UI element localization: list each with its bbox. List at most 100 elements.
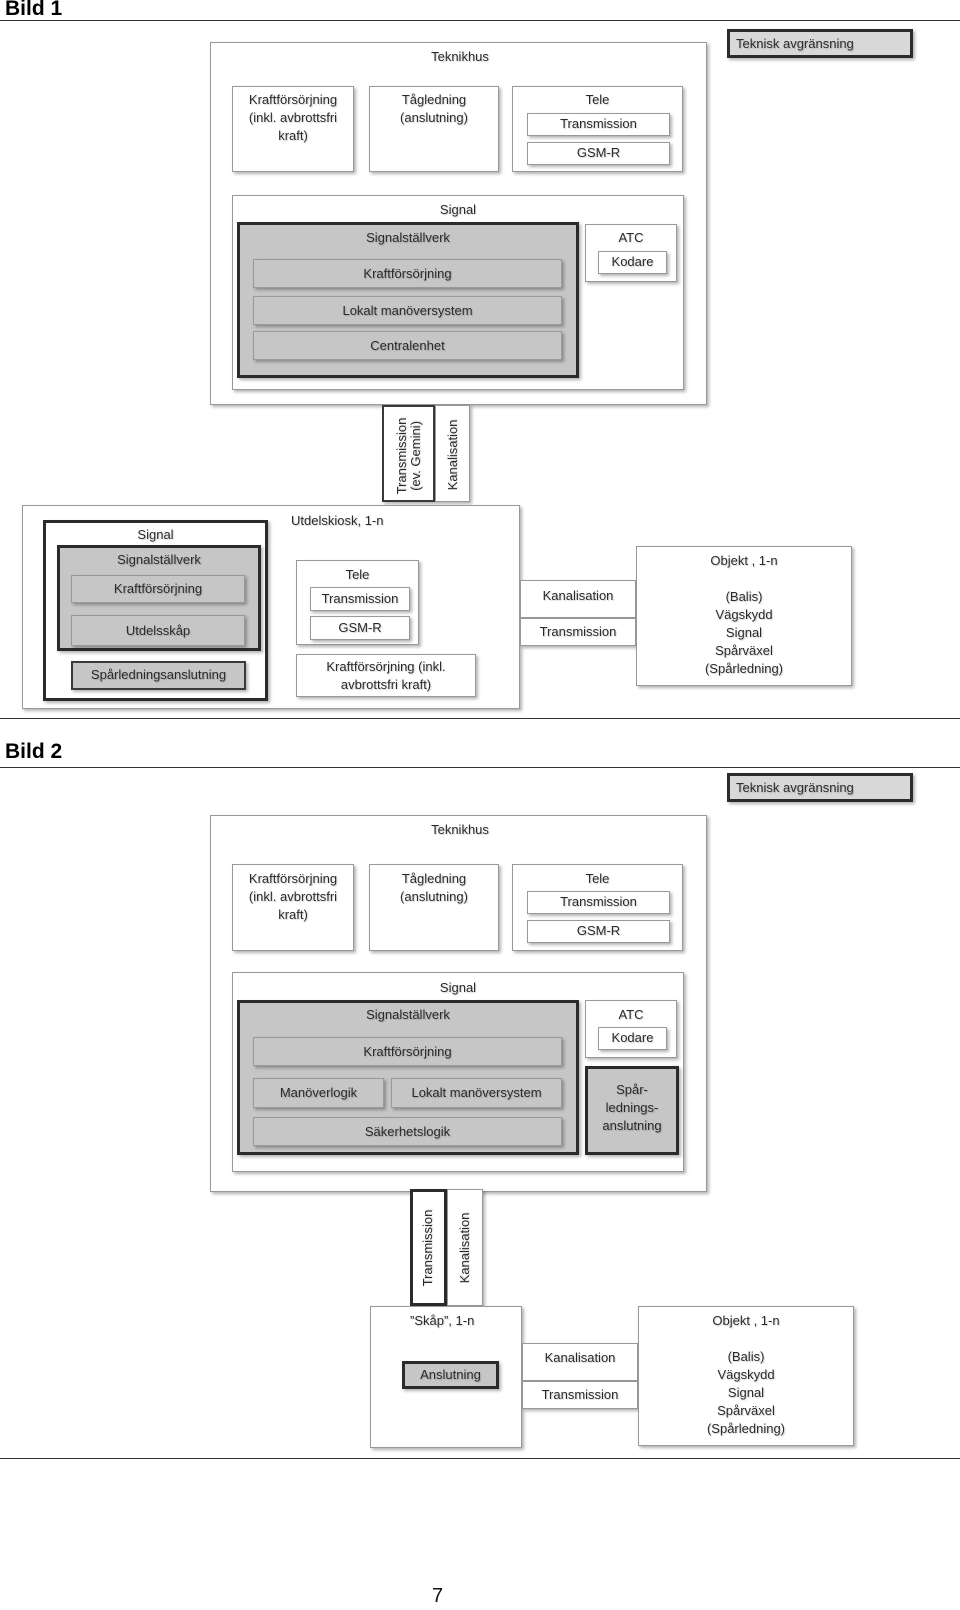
vertical2-transmission-box xyxy=(410,1189,447,1306)
bild2-heading: Bild 2 xyxy=(5,740,63,763)
link-kanalisation-box xyxy=(520,580,636,618)
kodare-box-2 xyxy=(598,1027,667,1050)
tele-gsmr-label: GSM-R xyxy=(576,145,621,160)
teknikhus-title: Teknikhus xyxy=(431,49,489,64)
tagledning2-line-2: (anslutning) xyxy=(400,889,468,904)
power2-line-3: kraft) xyxy=(278,907,308,922)
tagledning-box-2 xyxy=(369,864,499,951)
power-line-3: kraft) xyxy=(278,128,308,143)
link-kanalisation-label: Kanalisation xyxy=(542,588,614,603)
objekt-item: Signal xyxy=(725,625,763,640)
objekt-item: (Spårledning) xyxy=(704,661,784,676)
centralenhet-label: Centralenhet xyxy=(370,338,445,353)
objekt2-item: Vägskydd xyxy=(717,1367,775,1382)
sparledning-label: Spårledningsanslutning xyxy=(90,667,227,682)
legend-box-2 xyxy=(727,773,913,802)
tele2-title: Tele xyxy=(585,871,610,886)
bild1-bottom-rule xyxy=(0,718,960,719)
objekt2-item: Signal xyxy=(727,1385,765,1400)
utdel-power-line-2: avbrottsfri kraft) xyxy=(340,677,432,692)
bild2-bottom-rule xyxy=(0,1458,960,1459)
sakerhetslogik-box xyxy=(253,1117,562,1146)
sparledning-box xyxy=(71,661,246,690)
objekt-item: (Balis) xyxy=(725,589,763,604)
centralenhet-box xyxy=(253,331,562,360)
objekt2-item: (Spårledning) xyxy=(706,1421,786,1436)
utdel-power-box xyxy=(296,654,476,697)
utdel-signal-title: Signal xyxy=(137,527,174,542)
objekt-item: Vägskydd xyxy=(715,607,773,622)
atc2-label: ATC xyxy=(618,1007,644,1022)
tagledning2-line-1: Tågledning xyxy=(401,871,467,886)
tele2-gsmr-label: GSM-R xyxy=(576,923,621,938)
tele-title: Tele xyxy=(585,92,610,107)
objekt-title: Objekt , 1-n xyxy=(710,553,778,568)
legend-label: Teknisk avgränsning xyxy=(736,36,854,51)
teknikhus-title-2: Teknikhus xyxy=(431,822,489,837)
lokalt2-label: Lokalt manöversystem xyxy=(411,1085,542,1100)
utdel-gsmr-box xyxy=(310,616,410,640)
signalstallverk2-label: Signalställverk xyxy=(366,1007,450,1022)
utdel-power-line-1: Kraftförsörjning (inkl. xyxy=(326,659,446,674)
utdel-kraft-box xyxy=(71,575,245,603)
objekt2-item: (Balis) xyxy=(727,1349,765,1364)
kodare2-label: Kodare xyxy=(611,1030,654,1045)
utdel-transmission-box xyxy=(310,587,410,611)
objekt-box xyxy=(636,546,852,686)
utdel-gsmr-label: GSM-R xyxy=(338,620,382,635)
power-box-2 xyxy=(232,864,354,951)
manoverlogik-label: Manöverlogik xyxy=(279,1085,358,1100)
vertical-kanalisation-box xyxy=(435,405,470,502)
signal-kraft-label: Kraftförsörjning xyxy=(363,266,452,281)
link2-kanalisation-label: Kanalisation xyxy=(544,1350,616,1365)
kodare-box xyxy=(598,251,667,274)
utdel-stallverk-label: Signalställverk xyxy=(117,552,201,567)
objekt-item: Spårväxel xyxy=(715,643,773,658)
tagledning-line-2: (anslutning) xyxy=(400,110,468,125)
signal2-kraft-box xyxy=(253,1037,562,1066)
utdel-kraft-label: Kraftförsörjning xyxy=(113,581,203,596)
link2-transmission-box xyxy=(522,1381,638,1409)
link-transmission-box xyxy=(520,618,636,646)
vertical2-kanalisation-box xyxy=(447,1189,483,1306)
tagledning-line-1: Tågledning xyxy=(401,92,467,107)
signal2-kraft-label: Kraftförsörjning xyxy=(363,1044,452,1059)
bild1-heading: Bild 1 xyxy=(5,0,63,20)
power-line-2: (inkl. avbrottsfri xyxy=(248,110,338,125)
lokalt-box-2 xyxy=(391,1078,562,1108)
vertical2-kanalisation-label: Kanalisation xyxy=(457,1212,472,1284)
utdelsskap-box xyxy=(71,615,245,646)
atc-label: ATC xyxy=(618,230,644,245)
vertical-transmission-line-2: (ev. Gemini) xyxy=(408,421,423,491)
vertical2-transmission-label: Transmission xyxy=(420,1209,435,1287)
power-box xyxy=(232,86,354,172)
kodare-label: Kodare xyxy=(611,254,654,269)
tagledning-box xyxy=(369,86,499,172)
objekt-box-2 xyxy=(638,1306,854,1446)
bild2-top-rule xyxy=(0,767,960,768)
tele-transmission-label: Transmission xyxy=(560,116,637,131)
link-transmission-label: Transmission xyxy=(539,624,617,639)
objekt2-item: Spårväxel xyxy=(717,1403,775,1418)
tele2-gsmr-box xyxy=(527,920,670,943)
lokalt-label: Lokalt manöversystem xyxy=(342,303,473,318)
utdelskiosk-title: Utdelskiosk, 1-n xyxy=(291,513,384,528)
sakerhetslogik-label: Säkerhetslogik xyxy=(364,1124,451,1139)
vertical-kanalisation-label: Kanalisation xyxy=(445,419,460,491)
tele2-transmission-box xyxy=(527,891,670,914)
power2-line-1: Kraftförsörjning xyxy=(248,871,338,886)
sparledning2-line-2: lednings- xyxy=(605,1100,659,1115)
sparledning-box-2 xyxy=(585,1066,679,1155)
legend-label-2: Teknisk avgränsning xyxy=(736,780,854,795)
sparledning2-line-3: anslutning xyxy=(602,1118,662,1133)
objekt2-title: Objekt , 1-n xyxy=(712,1313,780,1328)
power2-line-2: (inkl. avbrottsfri xyxy=(248,889,338,904)
vertical-transmission-box xyxy=(382,405,435,502)
tele2-transmission-label: Transmission xyxy=(560,894,637,909)
anslutning-box xyxy=(402,1361,499,1389)
link2-transmission-label: Transmission xyxy=(541,1387,619,1402)
link2-kanalisation-box xyxy=(522,1343,638,1381)
sparledning2-line-1: Spår- xyxy=(616,1082,648,1097)
bild1-top-rule xyxy=(0,20,960,21)
utdelsskap-label: Utdelsskåp xyxy=(125,623,191,638)
